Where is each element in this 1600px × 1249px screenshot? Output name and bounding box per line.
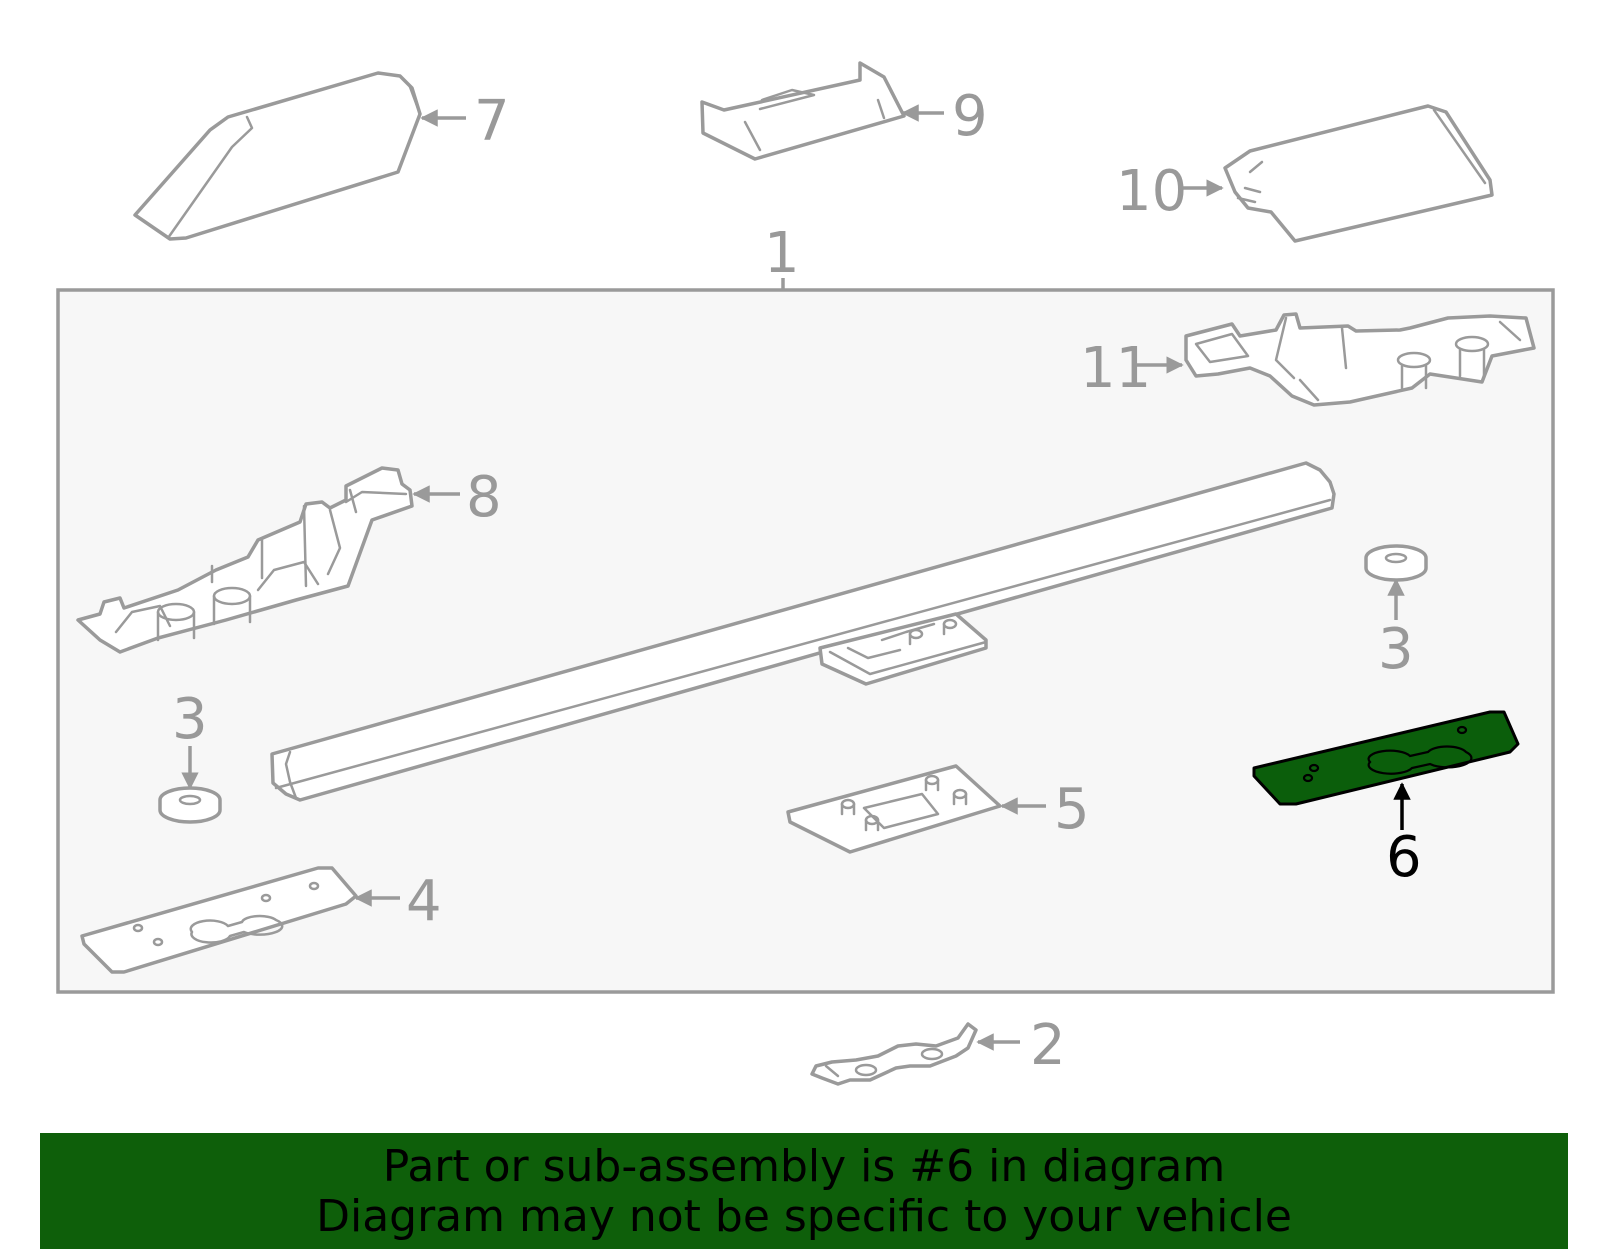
part-8-bracket [76,466,414,654]
part-4-plate [80,866,358,974]
callout-1: 1 [764,221,800,286]
part-5-plate [786,764,1002,854]
callout-6: 6 [1386,825,1422,890]
part-3-washer-right [1364,544,1428,582]
part-11-bracket [1184,312,1536,407]
part-2-clip [810,1022,978,1086]
main-rail [270,461,1336,802]
banner-line-2: Diagram may not be specific to your vehi… [316,1191,1292,1242]
callout-7: 7 [474,89,510,154]
info-banner: Part or sub-assembly is #6 in diagram Di… [40,1133,1568,1249]
callout-10: 10 [1116,159,1187,224]
callout-2: 2 [1030,1013,1066,1078]
part-9-cover [700,61,906,161]
callout-8: 8 [466,465,502,530]
banner-line-1: Part or sub-assembly is #6 in diagram [382,1141,1226,1192]
callout-3-left: 3 [172,687,208,752]
part-7-cover [133,71,422,241]
callout-3-right: 3 [1378,617,1414,682]
part-6-plate-highlighted [1252,710,1520,806]
part-3-washer-left [158,786,222,824]
callout-9: 9 [952,84,988,149]
callout-4: 4 [406,869,442,934]
callout-11: 11 [1080,336,1151,401]
callout-5: 5 [1054,777,1090,842]
part-10-cover [1223,104,1494,243]
